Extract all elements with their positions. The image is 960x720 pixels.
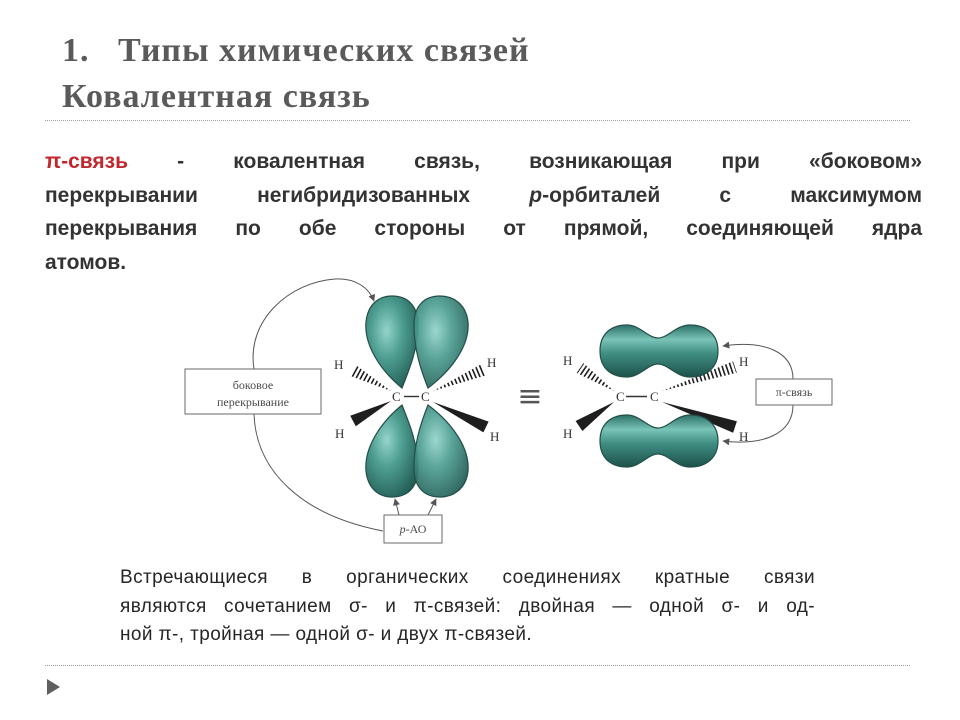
slide-title-text: Типы химических связей (118, 32, 530, 69)
multiple-bonds-note: Встречающиеся в органических соединениях… (120, 564, 815, 650)
definition-line-1: π-связь - ковалентная связь, возникающая… (45, 145, 922, 179)
definition-line-1-text: - ковалентная связь, возникающая при «бо… (128, 150, 922, 173)
p-ao-arrow (427, 498, 437, 516)
slide-title: 1. Типы химических связей Ковалентная свя… (62, 28, 530, 120)
pi-bond-cloud-bottom (599, 414, 719, 468)
pi-bond-arrow-bottom (722, 404, 794, 446)
p-orbital-lobe-top-left (365, 295, 419, 389)
hydrogen-label: H (563, 426, 572, 441)
p-ao-arrow (393, 498, 400, 516)
definition-line-2-end: -орбиталей с максимумом (542, 183, 922, 207)
wedge-bond (433, 402, 489, 433)
footer-divider (45, 665, 910, 666)
slide-title-line-2: Ковалентная связь (62, 78, 371, 115)
hydrogen-label: H (739, 429, 748, 444)
pi-bond-arrow-top (722, 341, 794, 380)
lateral-overlap-connector (253, 413, 384, 532)
definition-line-2-start: перекрывании негибридизованных (45, 183, 530, 207)
pi-bond-orbital-diagram: боковое перекрывание C C H H H H p-АО ≡ … (184, 278, 833, 544)
hashed-bond (433, 364, 486, 391)
slide-title-line-1: 1. Типы химических связей (62, 28, 530, 74)
wedge-bond (350, 401, 391, 427)
pi-bond-cloud-top (599, 324, 719, 378)
definition-line-2: перекрывании негибридизованных p-орбитал… (45, 179, 922, 213)
wedge-bond (575, 402, 614, 431)
hydrogen-label: H (335, 426, 344, 441)
triangle-arrow-icon (47, 679, 60, 695)
hashed-bond (662, 361, 737, 391)
carbon-label: C (392, 389, 401, 404)
carbon-label: C (650, 389, 659, 404)
p-ao-label-text: -АО (406, 522, 427, 536)
p-orbital-lobe-top-right (413, 295, 469, 389)
pi-bond-label-box (755, 378, 833, 406)
lateral-overlap-label-box (184, 368, 322, 415)
p-ao-label: p-АО (399, 522, 427, 536)
definition-line-3: перекрывания по обе стороны от прямой, с… (45, 217, 922, 240)
hydrogen-label: H (563, 353, 572, 368)
hydrogen-label: H (334, 357, 343, 372)
title-divider (45, 120, 910, 121)
lateral-overlap-label-line-1: боковое (233, 378, 273, 392)
pi-bond-label: π-связь (776, 385, 813, 399)
carbon-label: C (421, 389, 430, 404)
note-line-2: являются сочетанием σ- и π-связей: двойн… (120, 595, 815, 617)
definition-line-4: атомов. (45, 250, 127, 274)
p-ao-label-box (383, 514, 443, 544)
p-orbital-lobe-bottom-left (365, 404, 419, 498)
lateral-overlap-label-line-2: перекрывание (217, 395, 289, 409)
lateral-overlap-arrow (252, 278, 376, 370)
p-ao-label-letter: p (399, 522, 406, 536)
hydrogen-label: H (490, 429, 499, 444)
p-orbital-letter: p (529, 183, 543, 207)
carbon-label: C (616, 389, 625, 404)
slide-title-number: 1. (62, 32, 90, 69)
pi-bond-definition: π-связь - ковалентная связь, возникающая… (45, 145, 922, 279)
note-line-1: Встречающиеся в органических соединениях… (120, 567, 815, 588)
hydrogen-label: H (487, 355, 496, 370)
note-line-3: ной π-, тройная — одной σ- и двух π-связ… (120, 624, 533, 645)
hashed-bond (576, 363, 614, 391)
p-orbital-lobe-bottom-right (413, 404, 469, 498)
hydrogen-label: H (739, 354, 748, 369)
pi-bond-term: π-связь (45, 150, 128, 173)
hashed-bond (351, 365, 391, 391)
equivalence-sign: ≡ (517, 379, 542, 414)
